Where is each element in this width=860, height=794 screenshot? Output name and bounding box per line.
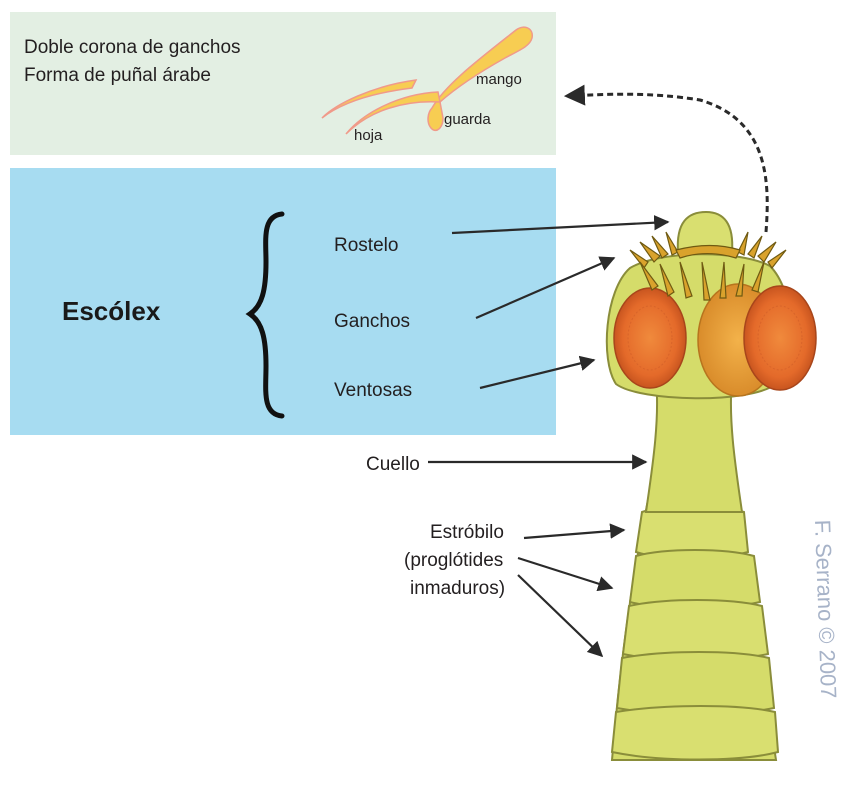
hook-label-handle: mango <box>476 71 522 88</box>
dashed-arrow-to-hook-detail <box>566 94 767 232</box>
strobila-label-1: Estróbilo <box>430 522 504 543</box>
arrow-strobila-2 <box>518 558 612 588</box>
arrow-strobila-1 <box>524 530 624 538</box>
strobila-label-3: inmaduros) <box>410 578 505 599</box>
hook-label-guard: guarda <box>444 111 491 128</box>
scolex-part-hooks: Ganchos <box>334 311 410 332</box>
watermark: F. Serrano © 2007 <box>810 519 841 699</box>
scolex-part-suckers: Ventosas <box>334 380 412 401</box>
hooks-box-title-1: Doble corona de ganchos <box>24 37 241 58</box>
strobila-label-2: (proglótides <box>404 550 503 571</box>
scolex-part-rostellum: Rostelo <box>334 235 398 256</box>
hook-label-blade: hoja <box>354 127 383 144</box>
neck-label: Cuello <box>366 454 420 475</box>
scolex-title: Escólex <box>62 296 161 326</box>
arrow-strobila-3 <box>518 575 602 656</box>
suckers <box>614 284 816 396</box>
hooks-box-title-2: Forma de puñal árabe <box>24 65 211 86</box>
